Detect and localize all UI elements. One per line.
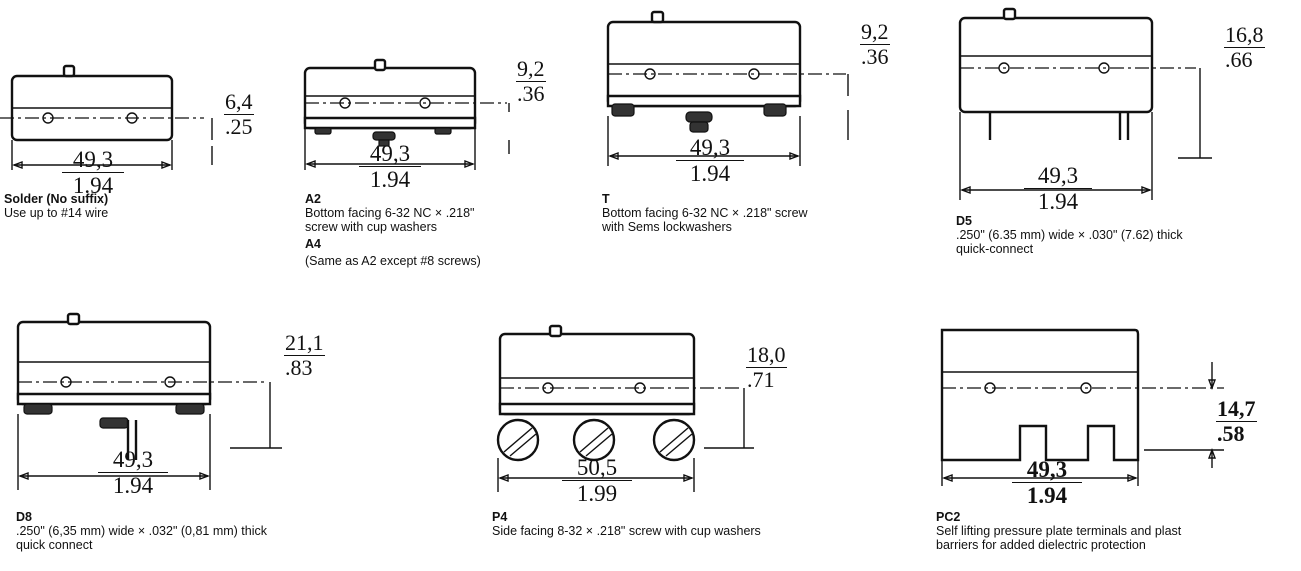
terminal-desc-line-1: Self lifting pressure plate terminals an… bbox=[936, 524, 1182, 538]
width-mm: 49,3 bbox=[98, 448, 168, 473]
p4-screw-2 bbox=[572, 418, 616, 462]
d8-width-dim: 49,3 1.94 bbox=[98, 448, 168, 497]
t-width-dim: 49,3 1.94 bbox=[676, 136, 744, 185]
p4-height-dim: 18,0 .71 bbox=[746, 344, 787, 391]
panel-solder: 6,4 .25 49,3 1.94 Solder (No suffix) Use… bbox=[0, 0, 300, 240]
t-caption: T Bottom facing 6-32 NC × .218" screw wi… bbox=[602, 192, 808, 234]
width-mm: 49,3 bbox=[676, 136, 744, 161]
height-mm: 18,0 bbox=[746, 342, 787, 368]
a2-height-dim: 9,2 .36 bbox=[516, 58, 546, 105]
pc2-width-dim: 49,3 1.94 bbox=[1012, 458, 1082, 507]
terminal-desc-line-1: .250" (6.35 mm) wide × .030" (7.62) thic… bbox=[956, 228, 1183, 242]
terminal-code: PC2 bbox=[936, 510, 961, 524]
terminal-code: A2 bbox=[305, 192, 321, 206]
p4-width-dim: 50,5 1.99 bbox=[562, 456, 632, 505]
t-height-dim: 9,2 .36 bbox=[860, 21, 890, 68]
terminal-desc: Side facing 8-32 × .218" screw with cup … bbox=[492, 524, 761, 538]
a2-caption: A2 Bottom facing 6-32 NC × .218" screw w… bbox=[305, 192, 481, 268]
d8-drawing bbox=[16, 312, 282, 490]
width-mm: 49,3 bbox=[359, 142, 421, 167]
alt-terminal-code: A4 bbox=[305, 237, 321, 251]
terminal-desc-line-2: quick connect bbox=[16, 538, 93, 552]
terminal-desc-line-2: barriers for added dielectric protection bbox=[936, 538, 1146, 552]
height-in: .25 bbox=[225, 114, 253, 139]
width-in: 1.94 bbox=[72, 173, 114, 198]
d5-height-dim: 16,8 .66 bbox=[1224, 24, 1265, 71]
a2-drawing bbox=[303, 58, 510, 170]
d8-height-dim: 21,1 .83 bbox=[284, 332, 325, 379]
solder-caption: Solder (No suffix) Use up to #14 wire bbox=[4, 192, 108, 220]
d8-caption: D8 .250" (6,35 mm) wide × .032" (0,81 mm… bbox=[16, 510, 267, 552]
solder-drawing bbox=[0, 64, 213, 170]
panel-t: 9,2 .36 49,3 1.94 T Bottom facing 6-32 N… bbox=[598, 0, 928, 240]
pc2-caption: PC2 Self lifting pressure plate terminal… bbox=[936, 510, 1181, 552]
p4-screw-3 bbox=[652, 418, 696, 462]
height-mm: 9,2 bbox=[860, 19, 890, 45]
height-in: .71 bbox=[747, 367, 775, 392]
width-mm: 50,5 bbox=[562, 456, 632, 481]
height-in: .36 bbox=[861, 44, 889, 69]
a2-width-dim: 49,3 1.94 bbox=[359, 142, 421, 191]
width-mm: 49,3 bbox=[1024, 164, 1092, 189]
terminal-desc-line-2: quick-connect bbox=[956, 242, 1034, 256]
height-in: .66 bbox=[1225, 47, 1253, 72]
pc2-height-dim: 14,7 .58 bbox=[1216, 398, 1257, 445]
terminal-code: P4 bbox=[492, 510, 508, 524]
panel-d8: 21,1 .83 49,3 1.94 D8 .250" (6,35 mm) wi… bbox=[0, 300, 400, 571]
terminal-code: D5 bbox=[956, 214, 972, 228]
height-in: .83 bbox=[285, 355, 313, 380]
terminal-desc-line-2: screw with cup washers bbox=[305, 220, 437, 234]
d5-caption: D5 .250" (6.35 mm) wide × .030" (7.62) t… bbox=[956, 214, 1183, 256]
height-in: .36 bbox=[517, 81, 545, 106]
d5-width-dim: 49,3 1.94 bbox=[1024, 164, 1092, 213]
terminal-desc-line-1: .250" (6,35 mm) wide × .032" (0,81 mm) t… bbox=[16, 524, 267, 538]
terminal-code: Solder (No suffix) bbox=[4, 192, 109, 206]
p4-caption: P4 Side facing 8-32 × .218" screw with c… bbox=[492, 510, 761, 538]
solder-width-dim: 49,3 1.94 bbox=[62, 148, 124, 197]
panel-pc2: 14,7 .58 49,3 1.94 PC2 Self lifting pres… bbox=[930, 300, 1301, 571]
panel-d5: 16,8 .66 49,3 1.94 D5 .250" (6.35 mm) wi… bbox=[950, 0, 1301, 256]
width-in: 1.94 bbox=[369, 167, 411, 192]
solder-height-dim: 6,4 .25 bbox=[224, 91, 254, 138]
height-mm: 14,7 bbox=[1216, 396, 1257, 422]
alt-terminal-desc: (Same as A2 except #8 screws) bbox=[305, 254, 481, 268]
width-in: 1.94 bbox=[1026, 483, 1068, 508]
width-mm: 49,3 bbox=[1012, 458, 1082, 483]
p4-screw-1 bbox=[496, 418, 540, 462]
height-mm: 6,4 bbox=[224, 89, 254, 115]
d5-drawing bbox=[958, 7, 1212, 200]
pc2-drawing bbox=[940, 328, 1224, 486]
width-in: 1.99 bbox=[576, 481, 618, 506]
width-in: 1.94 bbox=[112, 473, 154, 498]
t-drawing bbox=[606, 10, 849, 166]
width-mm: 49,3 bbox=[62, 148, 124, 173]
terminal-code: T bbox=[602, 192, 610, 206]
height-in: .58 bbox=[1217, 421, 1245, 446]
p4-drawing bbox=[496, 324, 754, 492]
height-mm: 21,1 bbox=[284, 330, 325, 356]
terminal-desc: Use up to #14 wire bbox=[4, 206, 109, 220]
panel-a2: 9,2 .36 49,3 1.94 A2 Bottom facing 6-32 … bbox=[295, 0, 595, 300]
terminal-desc-line-2: with Sems lockwashers bbox=[602, 220, 732, 234]
width-in: 1.94 bbox=[1037, 189, 1079, 214]
width-in: 1.94 bbox=[689, 161, 731, 186]
terminal-code: D8 bbox=[16, 510, 32, 524]
height-mm: 9,2 bbox=[516, 56, 546, 82]
terminal-desc-line-1: Bottom facing 6-32 NC × .218" bbox=[305, 206, 475, 220]
panel-p4: 18,0 .71 50,5 1.99 P4 Side facing 8-32 ×… bbox=[480, 300, 900, 571]
height-mm: 16,8 bbox=[1224, 22, 1265, 48]
terminal-desc-line-1: Bottom facing 6-32 NC × .218" screw bbox=[602, 206, 808, 220]
